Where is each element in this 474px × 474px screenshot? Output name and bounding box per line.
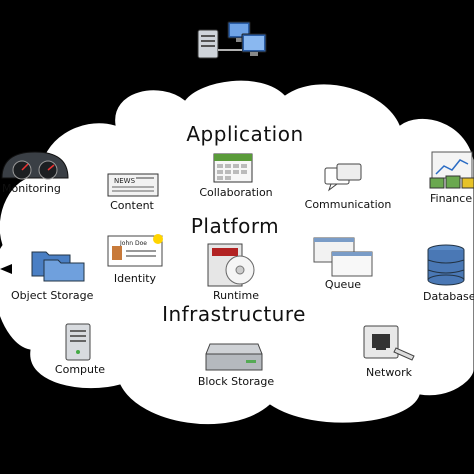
content-label: Content xyxy=(110,199,154,212)
finance-chart-icon xyxy=(429,151,474,189)
newspaper-headline: NEWS xyxy=(114,177,136,185)
identity-label: Identity xyxy=(113,272,157,285)
server-tower-icon xyxy=(65,323,91,361)
platform-layer-title: Platform xyxy=(190,214,280,238)
block-storage-label: Block Storage xyxy=(197,375,275,388)
newspaper-icon: NEWS xyxy=(107,173,159,197)
network-port-icon xyxy=(363,325,415,361)
monitoring-label: Monitoring xyxy=(2,182,61,195)
finance-label: Finance xyxy=(430,192,473,205)
folders-icon xyxy=(31,251,85,282)
collaboration-label: Collaboration xyxy=(199,186,273,199)
communication-label: Communication xyxy=(304,198,392,211)
id-card-name: John Doe xyxy=(119,240,147,247)
network-label: Network xyxy=(366,366,412,379)
calendar-icon xyxy=(213,153,253,183)
speech-bubbles-icon xyxy=(324,163,362,192)
id-card-icon: John Doe xyxy=(107,234,163,267)
queue-windows-icon xyxy=(313,237,373,277)
application-layer-title: Application xyxy=(186,122,304,146)
infrastructure-layer-title: Infrastructure xyxy=(162,302,306,326)
runtime-disc-icon xyxy=(207,243,255,287)
networked-computers-icon xyxy=(197,21,267,59)
database-icon xyxy=(427,244,465,286)
runtime-label: Runtime xyxy=(213,289,259,302)
database-label: Database xyxy=(423,290,474,303)
arrow-icon xyxy=(0,264,12,274)
queue-label: Queue xyxy=(324,278,362,291)
object-storage-label: Object Storage xyxy=(11,289,94,302)
hard-drive-icon xyxy=(205,343,263,371)
dashboard-gauge-icon xyxy=(1,151,69,180)
compute-label: Compute xyxy=(54,363,106,376)
